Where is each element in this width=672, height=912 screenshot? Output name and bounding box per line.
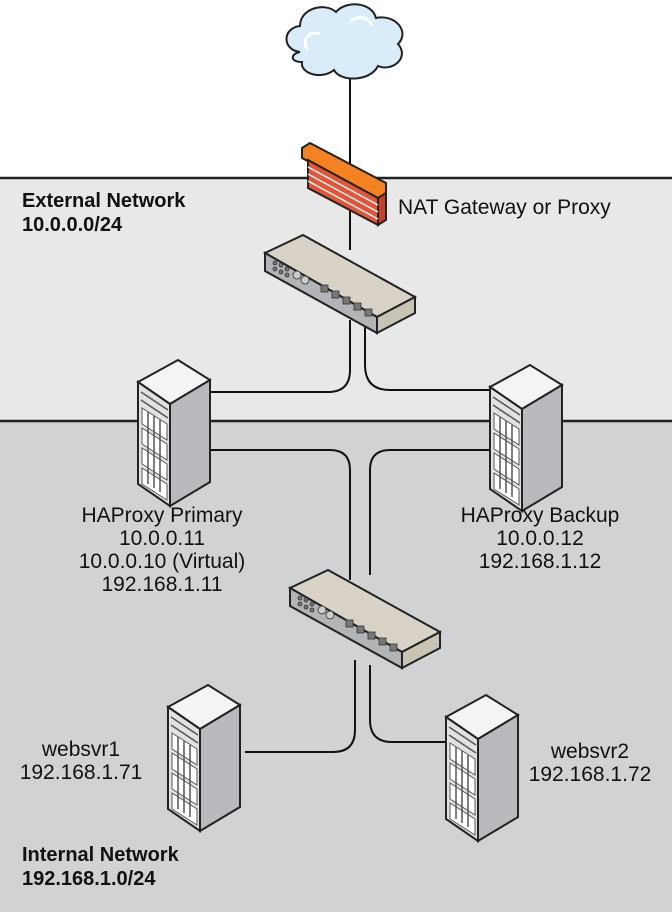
external-zone-label: External Network 10.0.0.0/24 (22, 189, 185, 237)
firewall-icon (301, 141, 387, 227)
link-internalswitch-websvr2 (369, 665, 445, 743)
node-ip: 192.168.1.12 (478, 550, 602, 573)
link-switch-primary (208, 320, 351, 393)
internal-zone-subnet: 192.168.1.0/24 (22, 868, 156, 890)
node-ip: 192.168.1.71 (19, 761, 143, 784)
node-ip: 192.168.1.11 (101, 573, 223, 596)
gateway-label: NAT Gateway or Proxy (398, 196, 611, 219)
network-links (208, 70, 490, 753)
internal-zone-label: Internal Network 192.168.1.0/24 (22, 843, 179, 891)
link-backup-internalswitch (369, 449, 490, 575)
external-zone-subnet: 10.0.0.0/24 (22, 214, 123, 236)
external-zone-name: External Network (22, 190, 186, 212)
websvr1-label: websvr1 192.168.1.71 (16, 738, 146, 784)
haproxy-backup-server-icon (489, 364, 563, 512)
internal-zone (0, 421, 672, 912)
internal-zone-name: Internal Network (22, 844, 179, 866)
node-name: HAProxy Backup (460, 504, 620, 527)
node-ip: 10.0.0.12 (496, 527, 584, 550)
websvr1-server-icon (167, 684, 241, 832)
node-virtual-ip: 10.0.0.10 (Virtual) (78, 550, 246, 573)
websvr2-label: websvr2 192.168.1.72 (524, 740, 656, 786)
cloud-icon (285, 3, 404, 80)
haproxy-primary-label: HAProxy Primary 10.0.0.11 10.0.0.10 (Vir… (60, 504, 264, 596)
haproxy-backup-label: HAProxy Backup 10.0.0.12 192.168.1.12 (442, 504, 638, 573)
haproxy-primary-server-icon (137, 359, 211, 507)
link-primary-internalswitch (208, 449, 351, 580)
node-ip: 192.168.1.72 (528, 763, 652, 786)
link-internalswitch-websvr1 (245, 660, 356, 753)
websvr2-server-icon (445, 694, 519, 842)
node-name: websvr1 (41, 738, 121, 761)
node-name: websvr2 (550, 740, 630, 763)
node-ip: 10.0.0.11 (118, 527, 206, 550)
node-name: HAProxy Primary (81, 504, 243, 527)
link-switch-backup (364, 322, 490, 391)
